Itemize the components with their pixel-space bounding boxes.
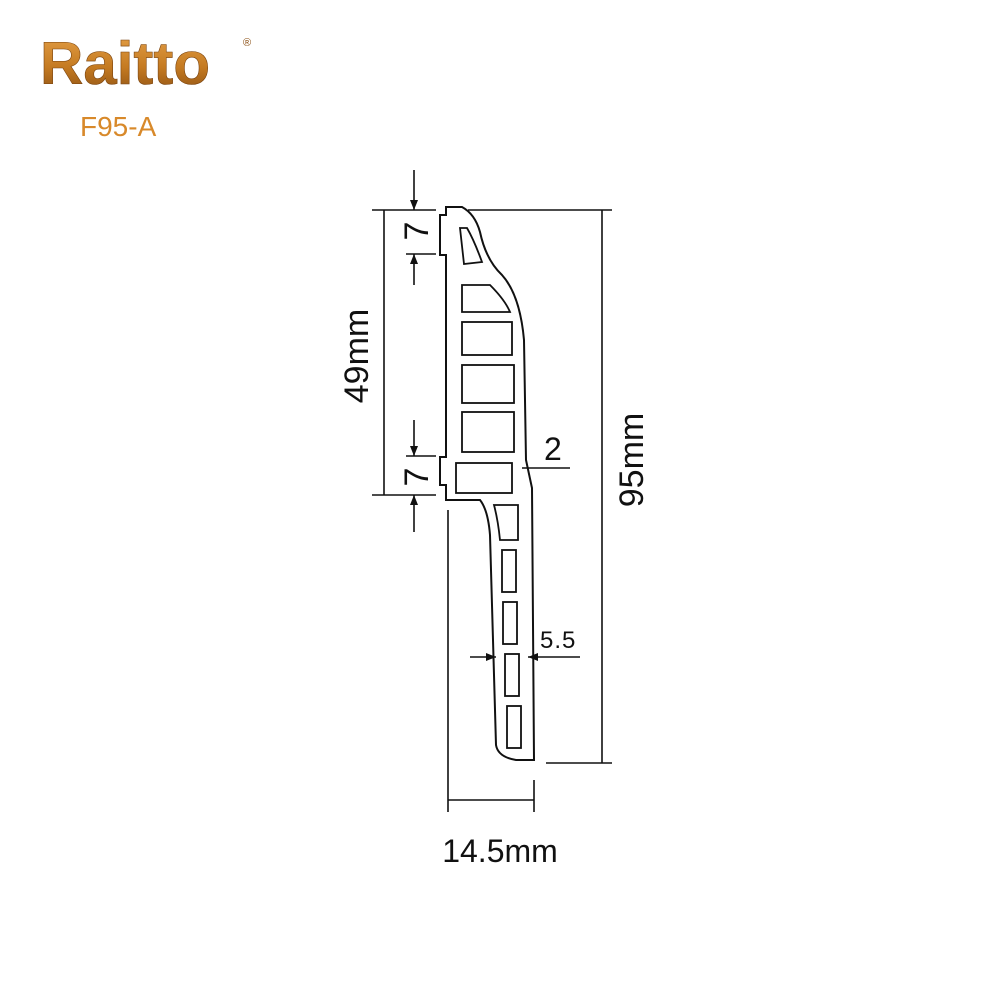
model-code: F95-A [80, 111, 157, 142]
cavity-leg-3 [504, 653, 520, 697]
dim-total-height: 95mm [613, 413, 651, 507]
dim-total-width: 14.5mm [442, 833, 558, 869]
right-dimensions: 95mm [468, 209, 651, 764]
cavity-4 [455, 462, 513, 494]
dim-middle-span: 49mm [338, 309, 376, 403]
cavity-upper [461, 284, 512, 313]
cavity-leg-2 [502, 601, 518, 645]
brand-name: Raitto [40, 30, 210, 97]
cavity-1 [461, 321, 513, 356]
bottom-dimensions: 14.5mm [442, 510, 558, 869]
wall-thickness-callout: 2 [522, 431, 570, 469]
cavity-3 [461, 411, 515, 453]
cavity-leg-1 [501, 549, 517, 593]
left-dimensions: 7 49mm 7 [338, 170, 436, 532]
cavity-leg-top [492, 504, 519, 541]
dim-bottom-notch: 7 [398, 468, 436, 487]
brand-logo: Raitto ® [40, 30, 251, 98]
dim-leg-thickness: 5.5 [540, 627, 576, 654]
cavity-top [458, 227, 484, 265]
profile-cavities [455, 227, 522, 749]
cavity-leg-4 [506, 705, 522, 749]
cavity-2 [461, 364, 515, 404]
dim-wall-thickness: 2 [544, 431, 562, 467]
dim-top-notch: 7 [398, 222, 436, 241]
registered-mark: ® [243, 37, 251, 49]
leg-thickness-callout: 5.5 [470, 627, 580, 661]
